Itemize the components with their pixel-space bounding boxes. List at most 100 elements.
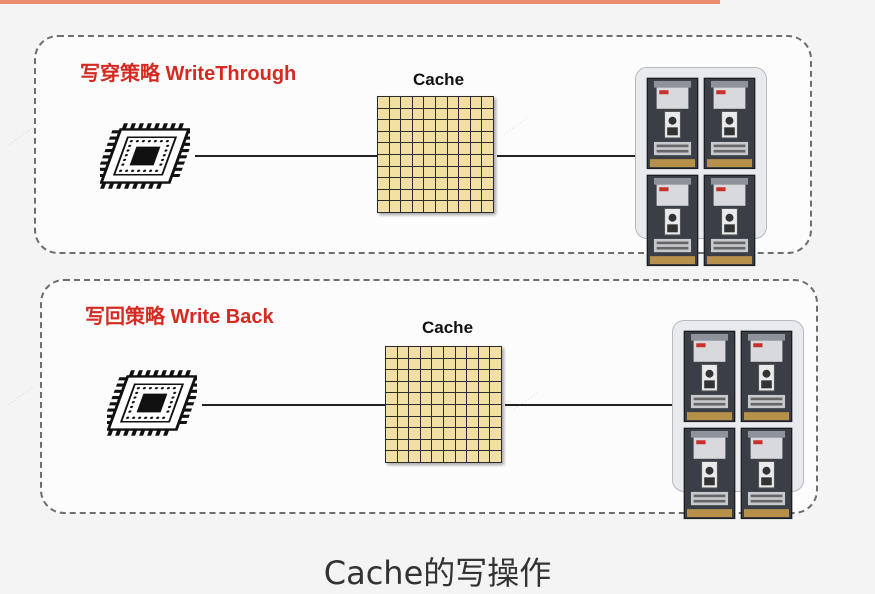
cache-line <box>444 393 455 404</box>
cache-line <box>401 178 412 189</box>
cache-line <box>389 166 401 178</box>
cache-line <box>459 97 470 108</box>
cache-line <box>412 108 424 120</box>
cache-line <box>389 143 401 154</box>
cache-line <box>412 178 424 189</box>
cache-line <box>444 370 455 381</box>
cache-line <box>424 201 435 212</box>
cache-line <box>459 143 470 154</box>
cache-line <box>397 381 409 393</box>
cache-line <box>397 393 409 404</box>
cache-line <box>470 178 482 189</box>
cache-line <box>389 120 401 131</box>
cache-line <box>478 439 490 451</box>
cache-line <box>467 381 478 393</box>
cache-line <box>432 370 443 381</box>
cache-line <box>490 347 501 358</box>
ram-stick <box>703 77 756 170</box>
writeback-title: 写回策略 Write Back <box>85 306 274 328</box>
cache-line <box>470 108 482 120</box>
cache-line <box>432 405 443 416</box>
cache-line <box>447 201 459 212</box>
cache-line <box>432 393 443 404</box>
cpu-cache-connection <box>202 404 387 406</box>
cache-line <box>467 370 478 381</box>
cache-line <box>447 189 459 201</box>
cache-line <box>378 155 389 166</box>
cache-line <box>436 108 447 120</box>
cache-line <box>455 405 467 416</box>
cache-line <box>424 143 435 154</box>
cache-line <box>490 370 501 381</box>
cache-line <box>378 97 389 108</box>
cache-line <box>447 143 459 154</box>
cache-line <box>378 120 389 131</box>
cache-line <box>467 428 478 439</box>
ram-stick <box>740 330 793 423</box>
cache-line <box>470 131 482 143</box>
cache-line <box>482 178 493 189</box>
cache-line <box>386 439 397 451</box>
cache-grid <box>377 96 494 213</box>
ram-stick <box>683 427 736 520</box>
cache-line <box>409 405 420 416</box>
cache-line <box>490 405 501 416</box>
cache-line <box>378 189 389 201</box>
cache-line <box>401 108 412 120</box>
cache-line <box>397 416 409 428</box>
cache-line <box>432 428 443 439</box>
cache-line <box>470 189 482 201</box>
cache-line <box>444 347 455 358</box>
cache-line <box>470 97 482 108</box>
cache-line <box>401 166 412 178</box>
cache-line <box>378 201 389 212</box>
cache-line <box>424 120 435 131</box>
memory-module-icon <box>635 67 767 266</box>
cache-line <box>467 416 478 428</box>
cache-line <box>447 155 459 166</box>
cache-line <box>470 120 482 131</box>
watermark: ········· <box>4 382 38 411</box>
cache-line <box>432 416 443 428</box>
cache-line <box>386 416 397 428</box>
cache-line <box>482 189 493 201</box>
cache-line <box>378 131 389 143</box>
cache-grid <box>385 346 502 463</box>
cache-line <box>389 108 401 120</box>
cache-line <box>389 131 401 143</box>
cache-line <box>397 451 409 462</box>
cache-line <box>459 131 470 143</box>
cache-line <box>444 381 455 393</box>
cache-line <box>432 451 443 462</box>
cache-line <box>412 131 424 143</box>
cache-line <box>455 451 467 462</box>
cache-line <box>401 189 412 201</box>
cache-label: Cache <box>413 70 465 89</box>
cache-line <box>436 155 447 166</box>
cache-line <box>378 108 389 120</box>
cache-line <box>386 381 397 393</box>
cache-line <box>397 370 409 381</box>
cache-line <box>467 393 478 404</box>
cache-line <box>378 178 389 189</box>
cache-line <box>490 451 501 462</box>
cache-line <box>409 347 420 358</box>
cache-line <box>412 155 424 166</box>
cache-line <box>386 393 397 404</box>
cpu-chip-icon <box>102 365 204 441</box>
cache-line <box>482 143 493 154</box>
cache-line <box>420 451 432 462</box>
cache-line <box>436 143 447 154</box>
cache-line <box>478 451 490 462</box>
cache-line <box>412 97 424 108</box>
cache-line <box>412 143 424 154</box>
cache-line <box>389 201 401 212</box>
cache-line <box>482 166 493 178</box>
cache-line <box>409 439 420 451</box>
cache-line <box>424 155 435 166</box>
cache-line <box>470 166 482 178</box>
cache-line <box>378 143 389 154</box>
cache-line <box>386 451 397 462</box>
cache-line <box>436 120 447 131</box>
cache-line <box>420 393 432 404</box>
